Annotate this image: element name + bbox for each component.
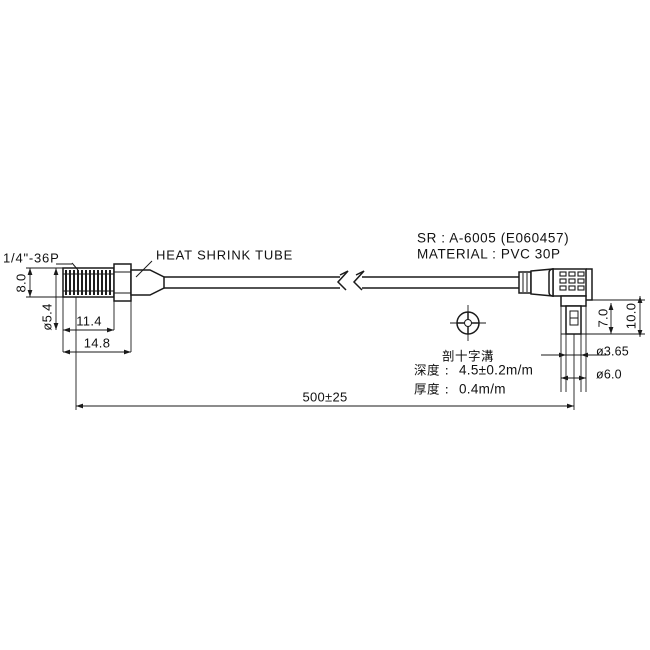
heat-shrink-tube-body <box>130 269 165 296</box>
dim-body-10-0: 10.0 <box>623 296 643 337</box>
knurled-grip <box>559 271 585 291</box>
strain-relief-collar <box>518 271 532 294</box>
overall-length-label: 500±25 <box>302 389 347 404</box>
dim-3-65-label: ø3.65 <box>596 344 629 358</box>
collar-ribs <box>522 273 528 292</box>
overall-arrow-right <box>567 403 574 409</box>
notes-block: SR : A-6005 (E060457) MATERIAL : PVC 30P <box>417 231 569 262</box>
dim-body-diameter-6-0: ø6.0 <box>561 367 622 381</box>
dim-5-4-label: ø5.4 <box>39 303 54 330</box>
elbow-outer-shell <box>586 268 593 301</box>
overall-length-dimension: 500±25 <box>75 297 575 410</box>
cross-groove-detail: 剖十字溝 深度 : 4.5±0.2m/m 厚度 : 0.4m/m <box>414 305 533 397</box>
groove-depth-value: 4.5±0.2m/m <box>459 363 533 378</box>
hex-nut-facets <box>114 271 131 294</box>
groove-thickness-label: 厚度 <box>414 382 440 397</box>
dim-7-0-label: 7.0 <box>595 309 610 328</box>
callout-thread-spec: 1/4"-36P <box>3 250 79 271</box>
dim-length-14-8: 14.8 <box>63 335 131 355</box>
right-dimension-set: 7.0 10.0 ø3.65 ø6.0 <box>541 296 645 392</box>
sr-spec-text: SR : A-6005 (E060457) <box>417 231 569 246</box>
groove-depth-separator: : <box>445 363 450 378</box>
dim-height-8: 8.0 <box>13 267 63 298</box>
dim-6-0-label: ø6.0 <box>596 367 622 381</box>
elbow-shoulder <box>560 295 587 307</box>
dim-pin-diameter-3-65: ø3.65 <box>541 344 629 358</box>
heat-shrink-tube-label: HEAT SHRINK TUBE <box>156 247 293 262</box>
callout-heat-shrink: HEAT SHRINK TUBE <box>135 247 293 278</box>
left-connector-assembly <box>62 263 165 302</box>
overall-arrow-left <box>76 403 83 409</box>
groove-inner-circle <box>464 319 472 327</box>
groove-thickness-separator: : <box>445 382 450 397</box>
material-spec-text: MATERIAL : PVC 30P <box>417 247 561 262</box>
left-dimension-set: 8.0 ø5.4 11.4 14.8 <box>13 267 132 355</box>
dim-10-0-label: 10.0 <box>623 303 638 330</box>
thread-root-lines <box>63 273 114 292</box>
dim-length-11-4: 11.4 <box>63 313 114 333</box>
groove-thickness-value: 0.4m/m <box>459 382 506 397</box>
groove-depth-label: 深度 <box>414 363 440 378</box>
groove-caption: 剖十字溝 <box>442 349 494 364</box>
hex-nut <box>113 263 132 302</box>
dim-8-label: 8.0 <box>13 274 28 293</box>
cable-break-symbol <box>336 270 365 291</box>
dim-14-8-label: 14.8 <box>84 335 111 350</box>
dim-11-4-label: 11.4 <box>76 313 102 328</box>
dim-pin-7-0: 7.0 <box>595 303 614 334</box>
heat-shrink-leader <box>135 260 153 278</box>
thread-spec-leader <box>71 262 79 271</box>
dim-diameter-5-4: ø5.4 <box>39 268 59 331</box>
thread-spec-label: 1/4"-36P <box>3 250 60 265</box>
right-angle-connector <box>518 268 593 335</box>
cable <box>164 270 519 291</box>
connector-nose <box>548 268 554 297</box>
